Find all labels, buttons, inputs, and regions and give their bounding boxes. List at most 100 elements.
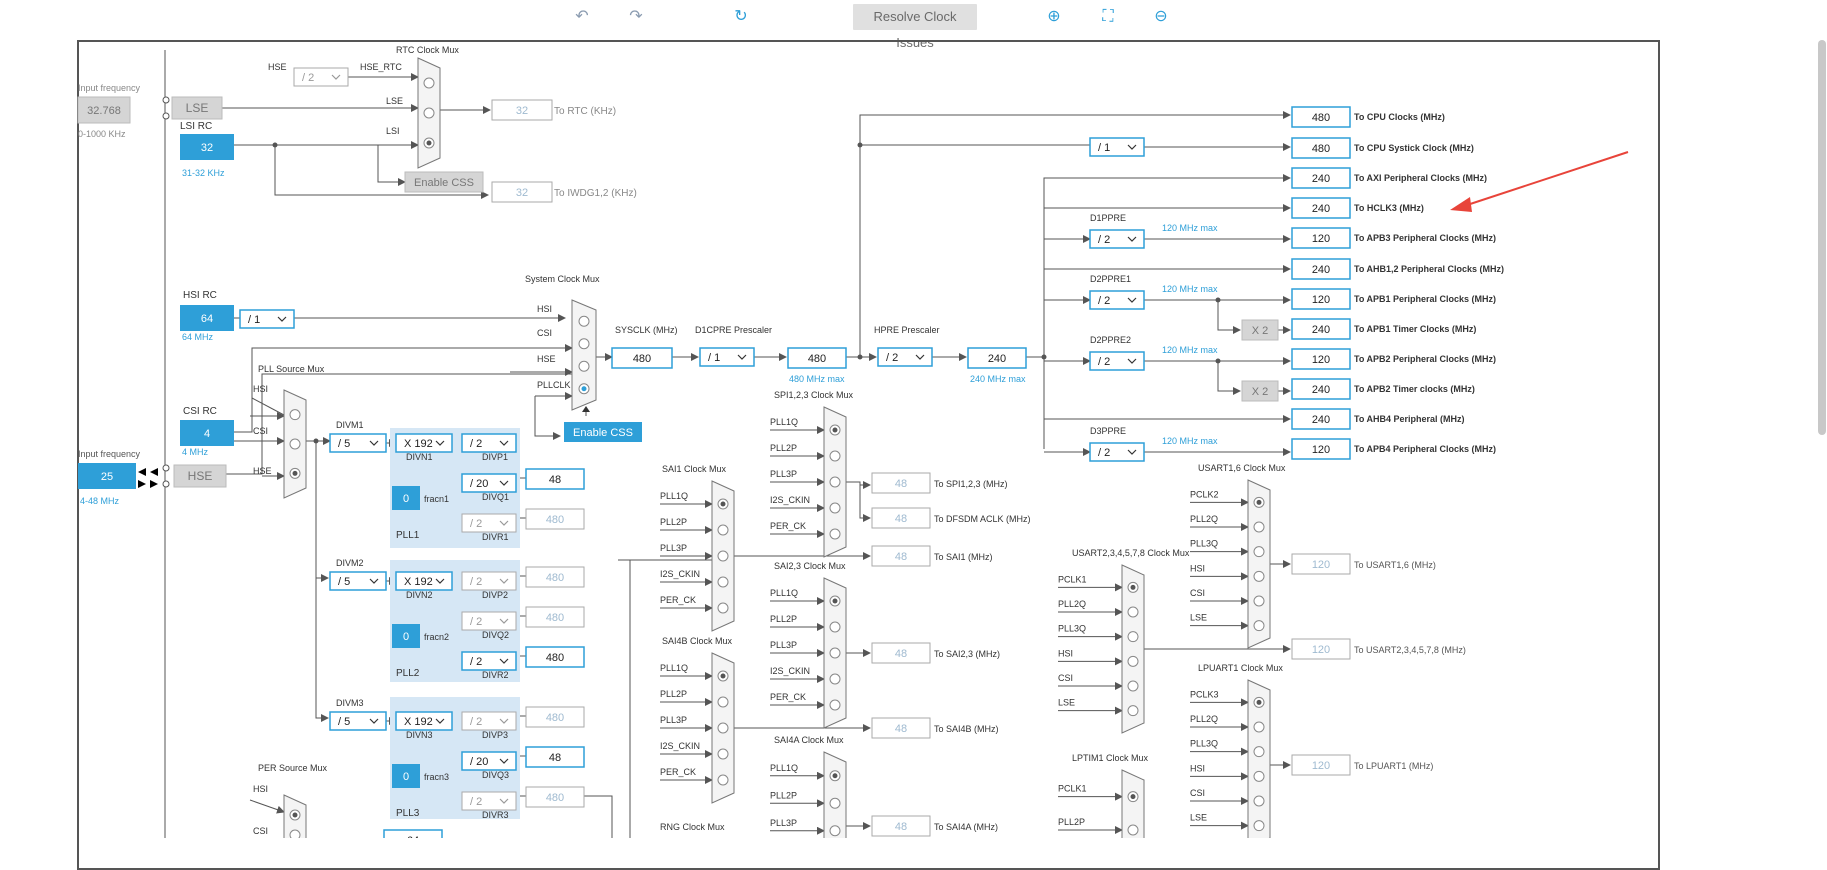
usart2-clock-mux-radio[interactable] (1127, 680, 1139, 692)
dfsdm-output[interactable] (871, 507, 931, 529)
spi-clock-mux-radio[interactable] (829, 502, 841, 514)
hpre-prescaler[interactable] (877, 347, 933, 367)
usart16-clock-mux-radio[interactable] (1253, 570, 1265, 582)
divr1-divider[interactable] (461, 513, 517, 533)
usart2-output[interactable] (1291, 638, 1351, 660)
lpuart-clock-mux-radio[interactable] (1253, 795, 1265, 807)
fracn2-input[interactable] (392, 624, 420, 648)
usart2-clock-mux-radio[interactable] (1127, 705, 1139, 717)
pll3-q-output[interactable] (525, 746, 585, 768)
sai1-clock-mux-radio[interactable] (717, 550, 729, 562)
divm3-divider[interactable] (329, 711, 387, 731)
pll3-p-output[interactable] (525, 706, 585, 728)
usart16-clock-mux-radio[interactable] (1253, 620, 1265, 632)
divq2-divider[interactable] (461, 611, 517, 631)
sai4a-clock-mux-radio[interactable] (829, 797, 841, 809)
redo-icon[interactable]: ↷ (629, 8, 643, 25)
rtc-clock-mux-radio[interactable] (423, 107, 435, 119)
fit-screen-icon[interactable]: ⛶ (1102, 8, 1114, 25)
rtc-enable-css-button[interactable] (404, 171, 484, 193)
lptim-clock-mux-radio[interactable] (1127, 824, 1139, 836)
sai4b-clock-mux-radio[interactable] (717, 748, 729, 760)
resolve-clock-issues-button[interactable]: Resolve Clock Issues (853, 4, 977, 50)
sai1-clock-mux-radio[interactable] (717, 524, 729, 536)
sai23-clock-mux-radio[interactable] (829, 647, 841, 659)
d1cpre-output[interactable] (787, 347, 847, 369)
pll1-r-output[interactable] (525, 508, 585, 530)
sai1-clock-mux-radio[interactable] (717, 602, 729, 614)
hsi-rc-block[interactable] (180, 305, 234, 331)
sai4b-clock-mux-radio[interactable] (717, 696, 729, 708)
undo-icon[interactable]: ↶ (575, 8, 589, 25)
pll1-q-output[interactable] (525, 468, 585, 490)
hclk3-output[interactable] (1291, 197, 1351, 219)
rtc-hse-divider[interactable] (293, 67, 349, 87)
divm1-divider[interactable] (329, 433, 387, 453)
vertical-scrollbar[interactable] (1818, 40, 1826, 435)
usart16-clock-mux-radio[interactable] (1253, 546, 1265, 558)
fracn3-input[interactable] (392, 764, 420, 788)
usart16-clock-mux-radio[interactable] (1253, 595, 1265, 607)
usart16-clock-mux-radio[interactable] (1253, 521, 1265, 533)
usart2-clock-mux-radio[interactable] (1127, 655, 1139, 667)
apb2-timer-output[interactable] (1291, 378, 1351, 400)
per-output[interactable] (383, 829, 443, 838)
zoom-in-icon[interactable]: ⊕ (1047, 8, 1061, 25)
axi-output[interactable] (1291, 167, 1351, 189)
sai4a-clock-mux-radio[interactable] (829, 825, 841, 837)
usart2-clock-mux-radio[interactable] (1127, 606, 1139, 618)
lsi-rc-block[interactable] (180, 134, 234, 160)
lpuart-output[interactable] (1291, 754, 1351, 776)
system-clock-mux-radio[interactable] (578, 315, 590, 327)
hse-frequency-input[interactable] (78, 463, 136, 489)
sai4b-clock-mux-radio[interactable] (717, 722, 729, 734)
system-clock-mux-radio[interactable] (578, 360, 590, 372)
lpuart-clock-mux-radio[interactable] (1253, 721, 1265, 733)
divq1-divider[interactable] (461, 473, 517, 493)
cpu-clock-output[interactable] (1291, 106, 1351, 128)
sai23-clock-mux-radio[interactable] (829, 673, 841, 685)
sai4b-output[interactable] (871, 717, 931, 739)
d1cpre-prescaler[interactable] (699, 347, 755, 367)
apb3-output[interactable] (1291, 227, 1351, 249)
system-clock-mux-radio[interactable] (578, 338, 590, 350)
d2ppre1-prescaler[interactable] (1089, 290, 1145, 310)
rtc-clock-mux-radio[interactable] (423, 77, 435, 89)
hpre-output[interactable] (967, 347, 1027, 369)
spi-clock-mux-radio[interactable] (829, 476, 841, 488)
ahb12-output[interactable] (1291, 258, 1351, 280)
divn2-multiplier[interactable] (395, 571, 453, 591)
spi-output[interactable] (871, 472, 931, 494)
iwdg-output[interactable] (491, 181, 553, 203)
d3ppre-prescaler[interactable] (1089, 442, 1145, 462)
rtc-output[interactable] (491, 99, 553, 121)
pll3-r-output[interactable] (525, 786, 585, 808)
spi-clock-mux-radio[interactable] (829, 450, 841, 462)
system-enable-css-button[interactable] (564, 422, 642, 442)
divr2-divider[interactable] (461, 651, 517, 671)
d2ppre2-prescaler[interactable] (1089, 351, 1145, 371)
ahb4-output[interactable] (1291, 408, 1351, 430)
refresh-icon[interactable]: ↻ (734, 8, 748, 25)
apb1-timer-output[interactable] (1291, 318, 1351, 340)
sai23-clock-mux-radio[interactable] (829, 621, 841, 633)
divp1-divider[interactable] (461, 433, 517, 453)
divm2-divider[interactable] (329, 571, 387, 591)
spi-clock-mux-radio[interactable] (829, 528, 841, 540)
divn3-multiplier[interactable] (395, 711, 453, 731)
usart2-clock-mux-radio[interactable] (1127, 631, 1139, 643)
lpuart-clock-mux-radio[interactable] (1253, 746, 1265, 758)
usart16-output[interactable] (1291, 553, 1351, 575)
zoom-out-icon[interactable]: ⊖ (1154, 8, 1168, 25)
hsi-divider[interactable] (239, 309, 295, 329)
sysclk-value[interactable] (611, 347, 673, 369)
sai1-output[interactable] (871, 545, 931, 567)
pll2-q-output[interactable] (525, 606, 585, 628)
csi-rc-block[interactable] (180, 420, 234, 446)
lpuart-clock-mux-radio[interactable] (1253, 820, 1265, 832)
pll-source-mux-radio[interactable] (289, 438, 301, 450)
divq3-divider[interactable] (461, 751, 517, 771)
d1ppre-prescaler[interactable] (1089, 229, 1145, 249)
lpuart-clock-mux-radio[interactable] (1253, 770, 1265, 782)
divn1-multiplier[interactable] (395, 433, 453, 453)
